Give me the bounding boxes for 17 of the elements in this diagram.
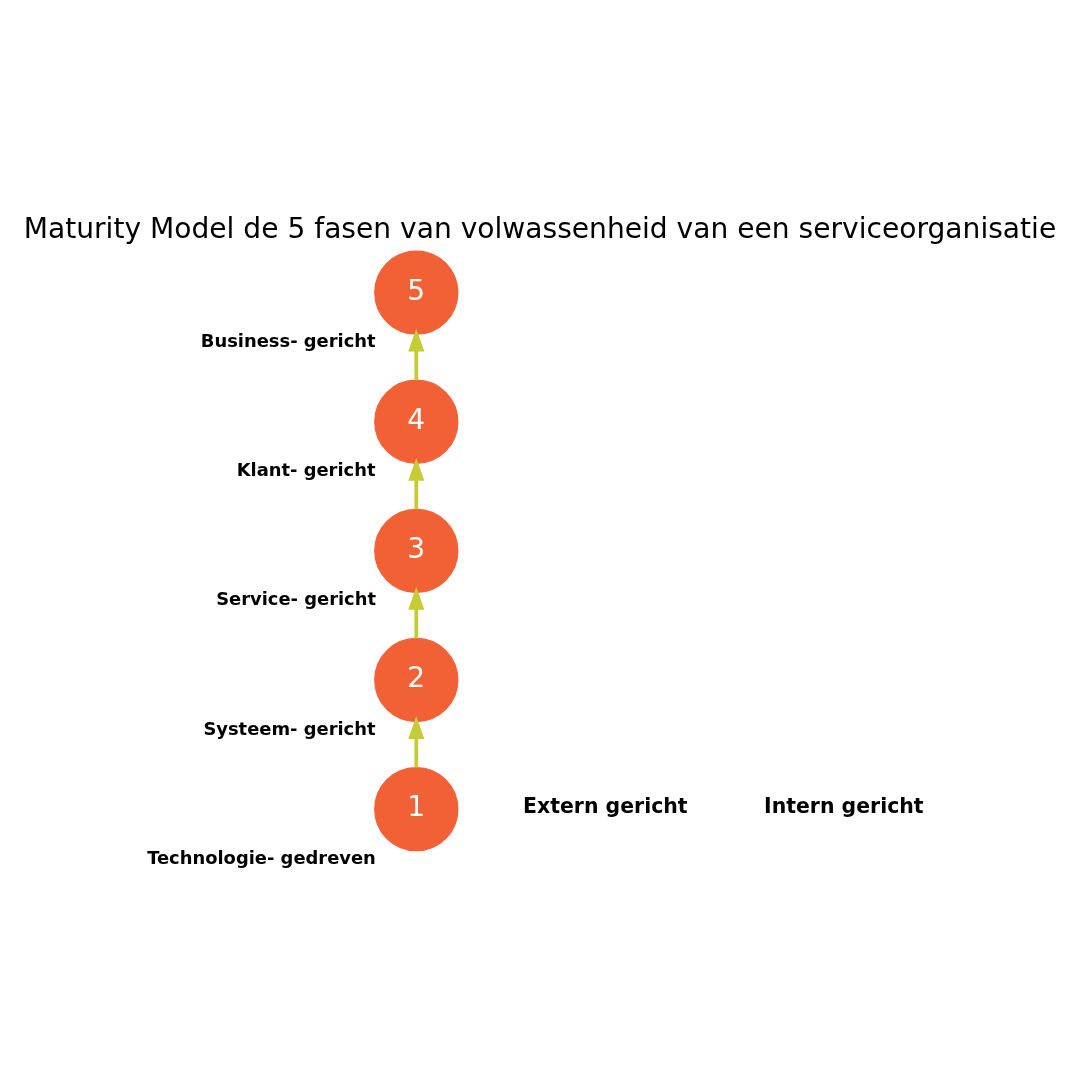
arrow	[408, 457, 425, 510]
node-label: Klant- gericht	[236, 459, 376, 481]
diagram-title: Maturity Model de 5 fasen van volwassenheid van een serviceorganisatie	[23, 211, 1057, 245]
node-circle: 4	[374, 379, 459, 464]
arrow	[408, 328, 425, 381]
node-circle: 3	[374, 508, 459, 594]
node-circle: 5	[374, 250, 459, 335]
node-circle: 1	[374, 766, 459, 852]
label: Intern gericht	[764, 793, 924, 818]
node-label: Technologie- gedreven	[147, 846, 376, 868]
node-label: Systeem- gericht	[203, 717, 376, 739]
label: Extern gericht	[523, 793, 688, 818]
node-circle: 2	[374, 637, 459, 723]
node-label: Service- gericht	[216, 588, 377, 610]
arrow	[408, 715, 425, 768]
arrow	[408, 586, 425, 639]
node-label: Business- gericht	[200, 330, 376, 352]
